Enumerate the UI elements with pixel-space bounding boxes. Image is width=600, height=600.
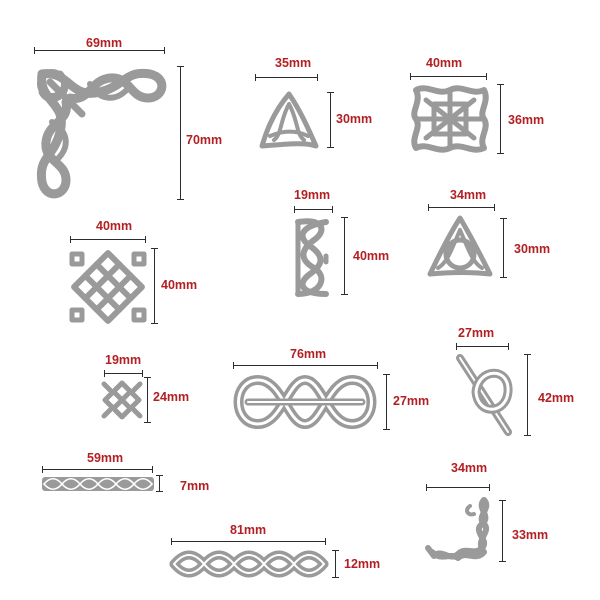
height-label: 12mm xyxy=(344,557,381,571)
dimension-line-width xyxy=(171,538,326,545)
dimension-line-width xyxy=(233,362,378,369)
height-label: 40mm xyxy=(353,249,390,263)
loop-knot-icon xyxy=(456,354,513,436)
dimension-line-width xyxy=(410,73,487,80)
dimension-line-height xyxy=(177,66,184,200)
width-label: 34mm xyxy=(450,188,487,202)
long-celtic-knot-icon xyxy=(233,375,377,429)
dimension-line-height xyxy=(332,550,339,578)
dimension-line-height xyxy=(499,500,506,562)
dimension-line-width xyxy=(70,236,146,243)
dimension-line-height xyxy=(524,354,531,436)
height-label: 24mm xyxy=(153,390,190,404)
dimension-line-height xyxy=(151,248,158,324)
dimension-line-width xyxy=(42,466,153,473)
dimension-line-height xyxy=(497,84,504,154)
dimension-line-width xyxy=(255,74,318,81)
small-corner-braid-icon xyxy=(425,497,490,561)
width-label: 19mm xyxy=(105,353,142,367)
height-label: 70mm xyxy=(186,133,223,147)
height-label: 7mm xyxy=(180,479,210,493)
width-label: 59mm xyxy=(87,451,124,465)
width-label: 69mm xyxy=(86,36,123,50)
square-celtic-knot-icon xyxy=(411,85,489,153)
width-label: 35mm xyxy=(275,56,312,70)
triquetra-knot-icon xyxy=(259,91,319,149)
height-label: 30mm xyxy=(514,242,551,256)
dimension-line-width xyxy=(294,206,333,213)
dimension-line-width xyxy=(426,484,490,491)
height-label: 27mm xyxy=(393,394,430,408)
dimension-line-width xyxy=(104,370,143,377)
height-label: 42mm xyxy=(538,391,575,405)
height-label: 33mm xyxy=(512,528,549,542)
diamond-weave-knot-icon xyxy=(69,250,147,324)
celtic-corner-knot-icon xyxy=(36,68,167,199)
long-braid-icon xyxy=(169,550,329,578)
dimension-line-width xyxy=(34,47,165,54)
triquetra-circle-knot-icon xyxy=(427,215,493,277)
small-cross-knot-icon xyxy=(101,380,143,420)
width-label: 76mm xyxy=(290,347,327,361)
width-label: 40mm xyxy=(96,219,133,233)
vertical-knot-icon xyxy=(295,218,329,297)
height-label: 40mm xyxy=(161,278,198,292)
dimension-line-width xyxy=(428,204,495,211)
width-label: 40mm xyxy=(426,56,463,70)
thin-braid-icon xyxy=(42,477,154,491)
width-label: 81mm xyxy=(230,523,267,537)
dimension-line-height xyxy=(144,377,151,423)
dimension-line-height xyxy=(500,218,507,278)
dimension-line-height xyxy=(156,475,163,492)
height-label: 36mm xyxy=(508,113,545,127)
width-label: 34mm xyxy=(451,461,488,475)
dimension-line-height xyxy=(327,92,334,148)
dimension-line-width xyxy=(456,343,509,350)
dimension-line-height xyxy=(383,374,390,430)
width-label: 19mm xyxy=(294,188,331,202)
height-label: 30mm xyxy=(336,112,373,126)
width-label: 27mm xyxy=(458,326,495,340)
dimension-line-height xyxy=(341,217,348,295)
